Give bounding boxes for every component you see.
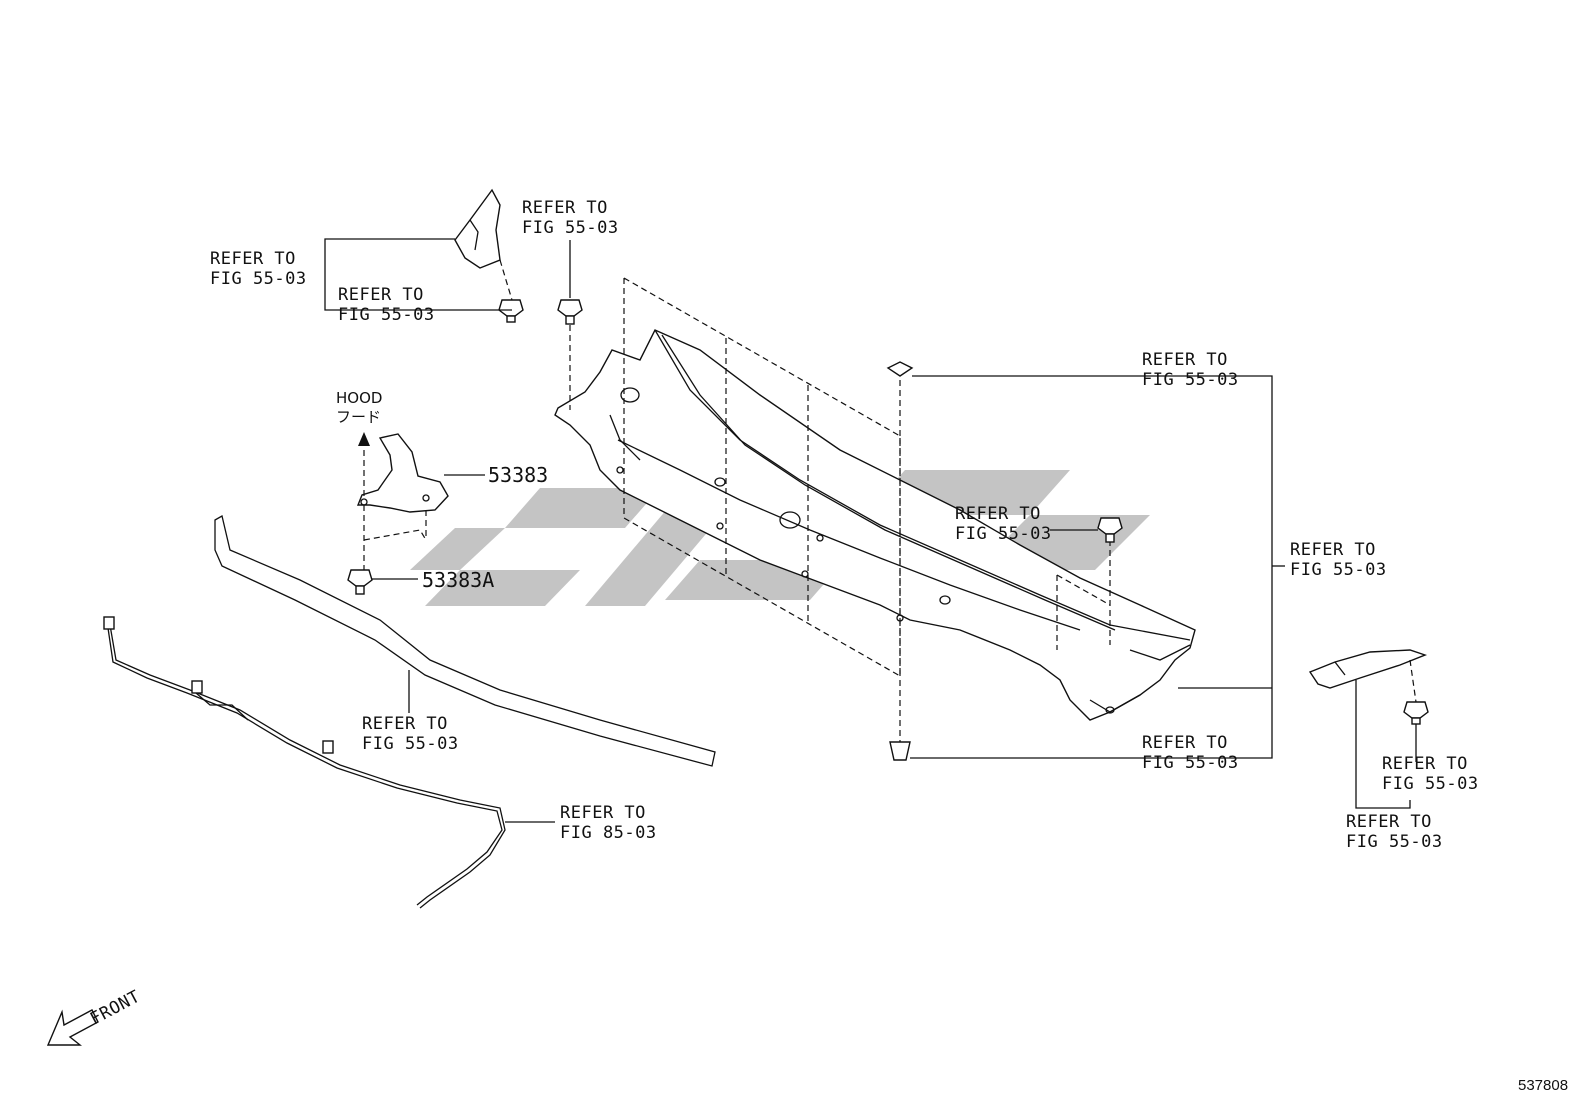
callout-c3: REFER TO FIG 55-03	[522, 198, 619, 238]
callout-c1-line1: REFER TO	[210, 249, 296, 269]
callout-c2-line1: REFER TO	[338, 285, 424, 305]
callout-c6: REFER TO FIG 55-03	[1290, 540, 1387, 580]
callout-c9: REFER TO FIG 85-03	[560, 803, 657, 843]
right-side-seal	[1308, 649, 1428, 703]
clip-53383a	[347, 569, 373, 595]
callout-c11-line1: REFER TO	[1346, 812, 1432, 832]
leader-lines	[324, 238, 1417, 809]
callout-c7: REFER TO FIG 55-03	[1142, 733, 1239, 773]
callout-c5: REFER TO FIG 55-03	[955, 504, 1052, 544]
callout-c3-line2: FIG 55-03	[522, 218, 619, 238]
callout-c7-line2: FIG 55-03	[1142, 753, 1239, 773]
alignment-dashed-lines	[569, 277, 1111, 745]
callout-c7-line1: REFER TO	[1142, 733, 1228, 753]
callout-c6-line2: FIG 55-03	[1290, 560, 1387, 580]
part-number-53383: 53383	[488, 463, 548, 487]
callout-c6-line1: REFER TO	[1290, 540, 1376, 560]
part-number-53383a: 53383A	[422, 568, 494, 592]
washer-hose	[103, 616, 555, 909]
callout-c4-line2: FIG 55-03	[1142, 370, 1239, 390]
clip-far-right	[1403, 701, 1429, 725]
callout-c11: REFER TO FIG 55-03	[1346, 812, 1443, 852]
bracket-53383	[356, 432, 485, 570]
callout-c8-line1: REFER TO	[362, 714, 448, 734]
callout-c4: REFER TO FIG 55-03	[1142, 350, 1239, 390]
clip-upper-bracket	[498, 299, 524, 323]
callout-c9-line1: REFER TO	[560, 803, 646, 823]
upper-left-seal	[454, 188, 513, 301]
callout-c8: REFER TO FIG 55-03	[362, 714, 459, 754]
clip-bottom-right	[889, 741, 911, 761]
callout-c5-line2: FIG 55-03	[955, 524, 1052, 544]
clip-mid-right	[1097, 517, 1123, 543]
callout-c2-line2: FIG 55-03	[338, 305, 435, 325]
callout-c1: REFER TO FIG 55-03	[210, 249, 307, 289]
callout-c10-line1: REFER TO	[1382, 754, 1468, 774]
diagram-id: 537808	[1518, 1077, 1568, 1094]
callout-c9-line2: FIG 85-03	[560, 823, 657, 843]
hood-seal-strip	[214, 515, 716, 767]
clip-top-right	[886, 361, 914, 377]
clip-top-left	[557, 299, 583, 325]
hood-label-jp: フード	[336, 408, 381, 426]
callout-c4-line1: REFER TO	[1142, 350, 1228, 370]
hood-label: HOOD	[336, 389, 382, 407]
callout-c8-line2: FIG 55-03	[362, 734, 459, 754]
cowl-louver-panel	[554, 329, 1196, 721]
callout-c5-line1: REFER TO	[955, 504, 1041, 524]
callout-c2: REFER TO FIG 55-03	[338, 285, 435, 325]
front-arrow-icon	[46, 1009, 99, 1046]
callout-c3-line1: REFER TO	[522, 198, 608, 218]
front-label: FRONT	[87, 987, 144, 1030]
callout-c10-line2: FIG 55-03	[1382, 774, 1479, 794]
callout-c10: REFER TO FIG 55-03	[1382, 754, 1479, 794]
callout-c1-line2: FIG 55-03	[210, 269, 307, 289]
callout-c11-line2: FIG 55-03	[1346, 832, 1443, 852]
